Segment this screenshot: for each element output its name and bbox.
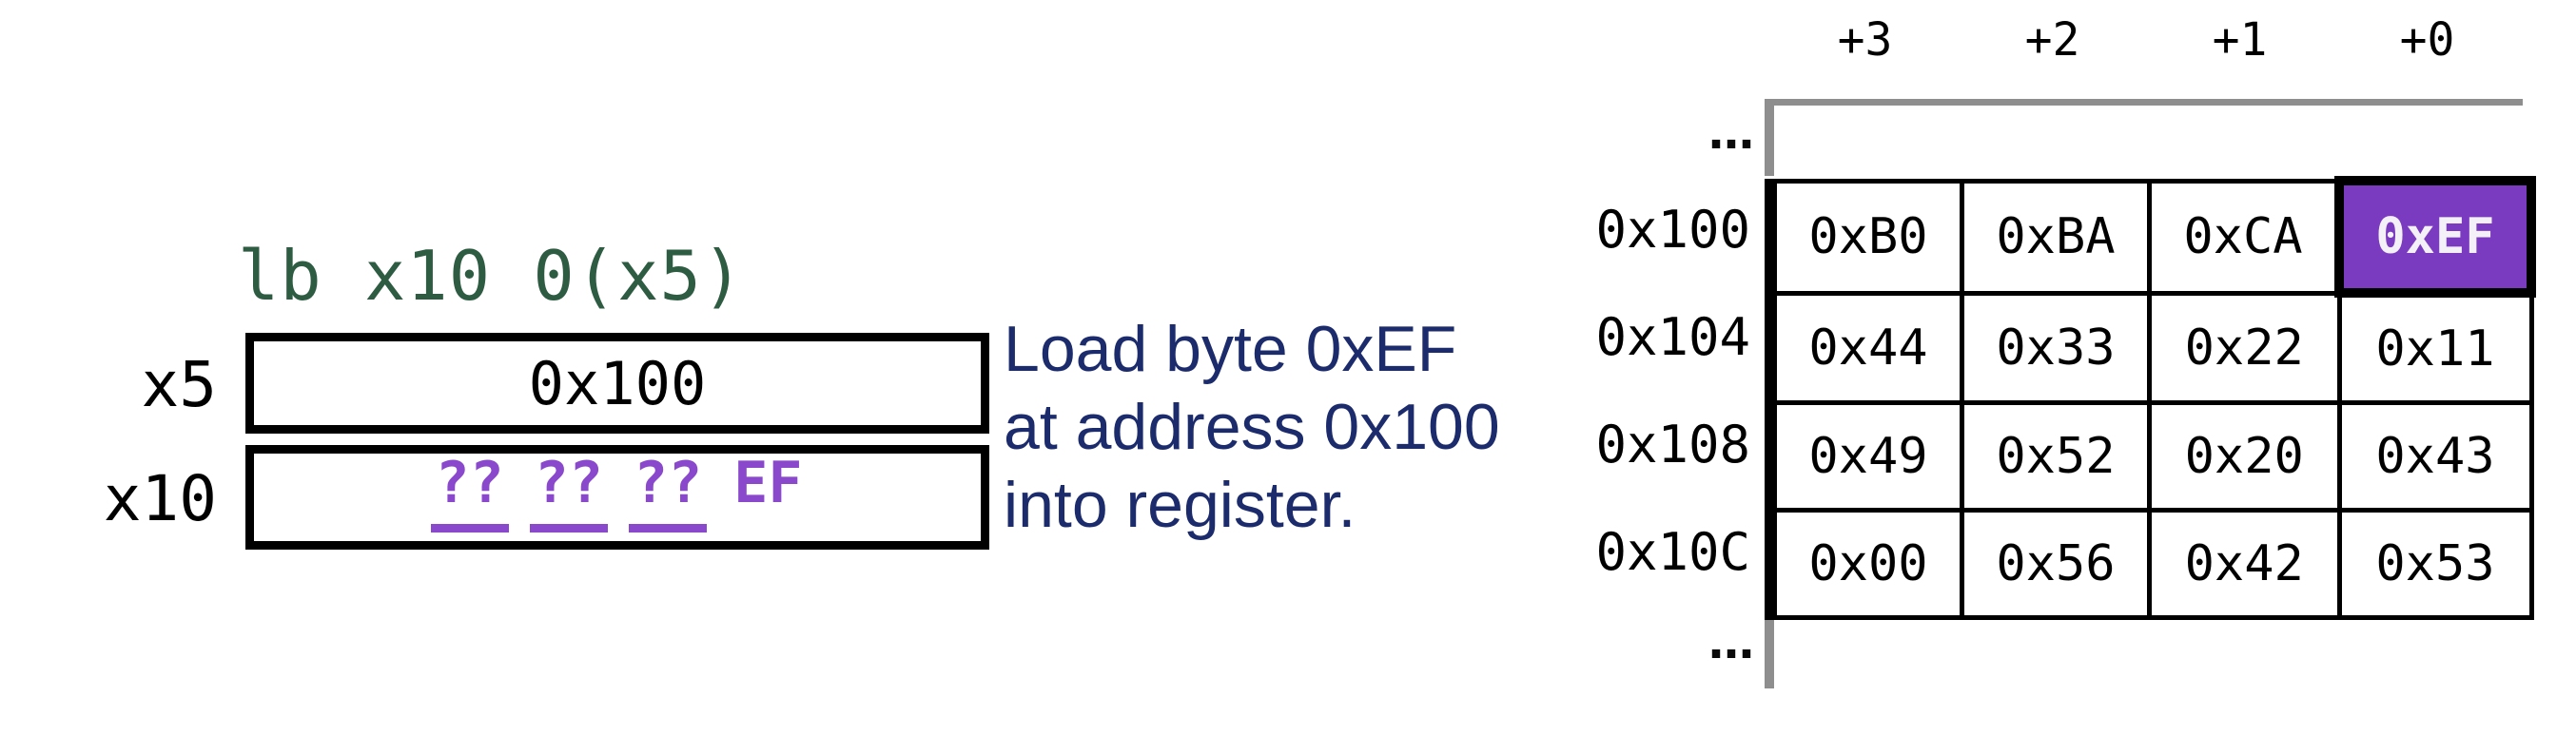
memory-cell: 0x11: [2336, 290, 2534, 405]
caption-line: at address 0x100: [1004, 391, 1500, 463]
memory-cell: 0x43: [2336, 400, 2534, 513]
memory-row-address: 0x104: [1595, 307, 1750, 367]
caption-text: Load byte 0xEF at address 0x100 into reg…: [1004, 310, 1500, 544]
assembly-instruction: lb x10 0(x5): [238, 236, 745, 316]
memory-cell: 0xCA: [2147, 178, 2342, 296]
byte-offset-headers: +3 +2 +1 +0: [1771, 13, 2521, 67]
unknown-byte: ??: [430, 450, 509, 533]
unknown-byte: ??: [529, 450, 608, 533]
memory-table: 0xB0 0xBA 0xCA 0xEF 0x44 0x33 0x22 0x11 …: [1765, 176, 2536, 620]
memory-top-guide-line: [1765, 99, 2523, 106]
memory-row: 0x49 0x52 0x20 0x43: [1768, 400, 2534, 513]
memory-cell: 0x00: [1768, 508, 1964, 620]
register-value-x10: ?? ?? ?? EF: [430, 449, 805, 533]
memory-cell: 0x53: [2336, 508, 2534, 620]
memory-cell: 0x44: [1768, 290, 1964, 405]
memory-cell: 0x56: [1960, 508, 2152, 620]
memory-cell: 0x33: [1960, 290, 2152, 405]
byte-offset-header: +1: [2212, 13, 2268, 67]
register-box-x5: 0x100: [245, 333, 989, 434]
byte-offset-header: +2: [2024, 13, 2080, 67]
memory-row: 0x00 0x56 0x42 0x53: [1768, 508, 2534, 620]
memory-cell-highlighted: 0xEF: [2334, 176, 2536, 298]
memory-cell: 0x42: [2147, 508, 2342, 620]
byte-offset-header: +0: [2399, 13, 2455, 67]
byte-offset-header: +3: [1837, 13, 1893, 67]
register-box-x10: ?? ?? ?? EF: [245, 445, 989, 550]
memory-row: 0x44 0x33 0x22 0x11: [1768, 290, 2534, 405]
caption-line: Load byte 0xEF: [1004, 313, 1457, 385]
loaded-byte-value: EF: [733, 449, 803, 516]
unknown-byte: ??: [629, 450, 708, 533]
register-value-x5: 0x100: [528, 348, 707, 418]
register-label-x10: x10: [103, 462, 217, 535]
memory-row-address: 0x108: [1595, 415, 1750, 475]
memory-cell: 0xB0: [1768, 178, 1964, 296]
memory-row: 0xB0 0xBA 0xCA 0xEF: [1768, 176, 2536, 298]
memory-cell: 0x20: [2147, 400, 2342, 513]
memory-ellipsis-bottom: …: [1708, 616, 1754, 669]
register-label-x5: x5: [141, 348, 217, 421]
caption-line: into register.: [1004, 469, 1356, 541]
memory-cell: 0x49: [1768, 400, 1964, 513]
memory-row-address: 0x10C: [1595, 522, 1750, 582]
memory-row-address: 0x100: [1595, 200, 1750, 260]
memory-cell: 0xBA: [1960, 178, 2152, 296]
memory-cell: 0x52: [1960, 400, 2152, 513]
memory-cell: 0x22: [2147, 290, 2342, 405]
memory-ellipsis-top: …: [1708, 107, 1754, 160]
